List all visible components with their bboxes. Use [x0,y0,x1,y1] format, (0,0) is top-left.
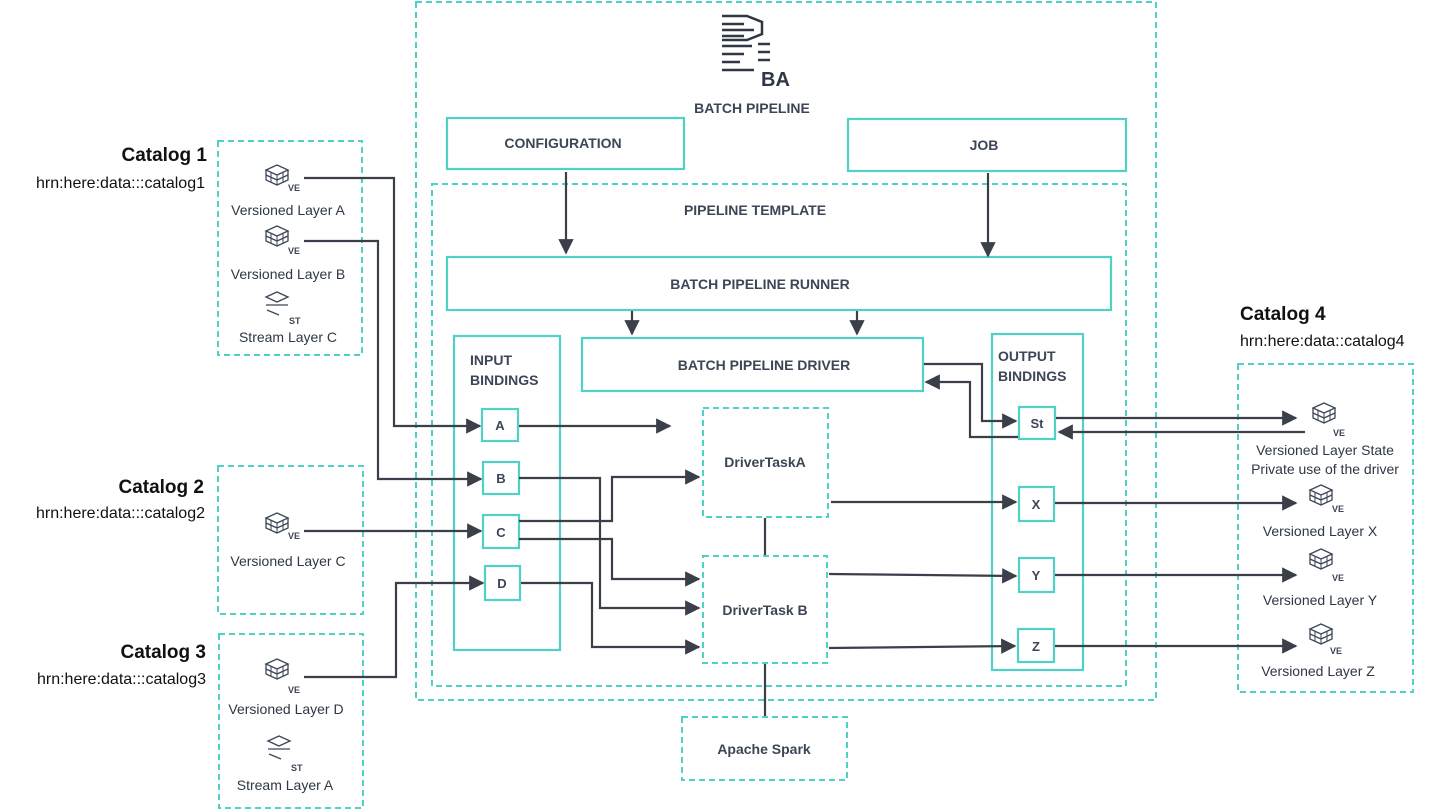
port-b-to-task-b [519,476,701,616]
catalog-4-hrn: hrn:here:data::catalog4 [1240,333,1405,350]
runner-label: BATCH PIPELINE RUNNER [670,276,849,292]
layer-label: Versioned Layer C [230,553,345,569]
batch-pipeline-title: BATCH PIPELINE [694,100,810,116]
driver-to-port-st [924,362,1018,429]
layer-label: Versioned Layer Z [1261,663,1375,679]
output-port-x-label: X [1032,497,1041,512]
catalog-1-container [217,140,363,356]
svg-text:VE: VE [288,685,300,695]
output-port-y[interactable] [1017,556,1056,594]
input-bindings-label-1: INPUT [470,352,512,368]
layer-d-to-port-d [304,575,485,679]
output-bindings-label-1: OUTPUT [998,348,1056,364]
job-box[interactable] [846,117,1128,173]
port-d-to-task-b [521,581,701,655]
svg-text:VE: VE [1332,573,1344,583]
driver-task-a-label: DriverTaskA [724,454,805,470]
layer-label: Versioned Layer B [231,266,345,282]
catalog-2-hrn: hrn:here:data:::catalog2 [36,505,205,522]
task-b-to-port-y [828,568,1018,584]
versioned-layer-icon: VE [265,164,300,193]
svg-text:VE: VE [288,183,300,193]
versioned-layer-icon: VE [265,512,300,541]
output-bindings-label-2: BINDINGS [998,368,1066,384]
task-b-to-port-z [828,638,1017,654]
input-port-b-label: B [496,471,505,486]
driver-task-b-label: DriverTask B [722,602,807,618]
configuration-label: CONFIGURATION [504,135,621,151]
svg-text:VE: VE [1332,504,1344,514]
versioned-layer-icon: VE [1309,623,1342,656]
port-c-to-task-a [519,469,701,523]
layer-b-to-port-b [304,239,483,487]
pipeline-template-container [431,183,1127,687]
port-st-to-driver [924,374,1018,439]
input-port-d[interactable] [483,564,522,602]
stream-layer-icon: ST [265,291,301,326]
versioned-layer-icon: VE [265,658,300,695]
apache-spark-label: Apache Spark [717,741,811,757]
catalog-1-hrn: hrn:here:data:::catalog1 [36,175,205,192]
svg-text:VE: VE [1333,428,1345,438]
input-port-c-label: C [496,525,506,540]
driver-task-b-box[interactable] [702,555,828,664]
svg-text:VE: VE [288,531,300,541]
configuration-box[interactable] [445,116,686,171]
catalog-4-container [1237,363,1414,693]
versioned-layer-icon: VE [1309,484,1344,514]
layer-label: Versioned Layer D [228,701,343,717]
port-c-to-task-b [519,537,701,587]
output-port-z[interactable] [1016,627,1056,664]
pipeline-template-title: PIPELINE TEMPLATE [684,202,826,218]
input-bindings-label-2: BINDINGS [470,372,538,388]
catalog-3-hrn: hrn:here:data:::catalog3 [37,671,206,688]
catalog-4-title: Catalog 4 [1240,304,1326,325]
layer-label: Versioned Layer State [1256,442,1394,458]
logo-text: BA [761,69,790,91]
apache-spark-box[interactable] [681,716,848,781]
stream-layer-icon: ST [267,735,303,773]
connectors [304,172,1305,716]
output-port-y-label: Y [1032,568,1041,583]
svg-text:VE: VE [288,246,300,256]
layer-label: Versioned Layer Y [1263,592,1378,608]
svg-text:ST: ST [291,763,303,773]
job-label: JOB [970,137,999,153]
input-port-d-label: D [497,576,506,591]
catalog-2-title: Catalog 2 [118,477,204,498]
layer-a-to-port-a [304,176,482,434]
layer-label: Stream Layer A [237,777,334,793]
input-port-a[interactable] [480,407,520,443]
batch-pipeline-driver-box[interactable] [580,336,925,393]
layer-label: Private use of the driver [1251,461,1399,477]
catalog-1-title: Catalog 1 [121,145,207,166]
layer-label: Stream Layer C [239,329,337,345]
catalog-3-title: Catalog 3 [120,642,206,663]
batch-pipeline-runner-box[interactable] [445,255,1113,312]
input-port-c[interactable] [481,513,521,550]
layer-label: Versioned Layer X [1263,523,1378,539]
layer-label: Versioned Layer A [231,202,345,218]
output-port-z-label: Z [1032,639,1040,654]
versioned-layer-icon: VE [1312,402,1345,438]
output-port-st[interactable] [1017,405,1057,441]
driver-label: BATCH PIPELINE DRIVER [678,357,850,373]
batch-pipeline-container [415,1,1157,701]
catalog-3-container [218,633,364,809]
batch-pipeline-logo-icon [722,14,770,72]
driver-task-a-box[interactable] [702,407,829,518]
output-port-x[interactable] [1017,485,1056,523]
input-port-a-label: A [495,418,505,433]
svg-text:ST: ST [289,316,301,326]
versioned-layer-icon: VE [1309,548,1344,583]
versioned-layer-icon: VE [265,225,300,256]
svg-text:VE: VE [1330,646,1342,656]
catalog-2-container [217,465,364,615]
output-port-st-label: St [1031,416,1045,431]
input-port-b[interactable] [481,460,521,496]
